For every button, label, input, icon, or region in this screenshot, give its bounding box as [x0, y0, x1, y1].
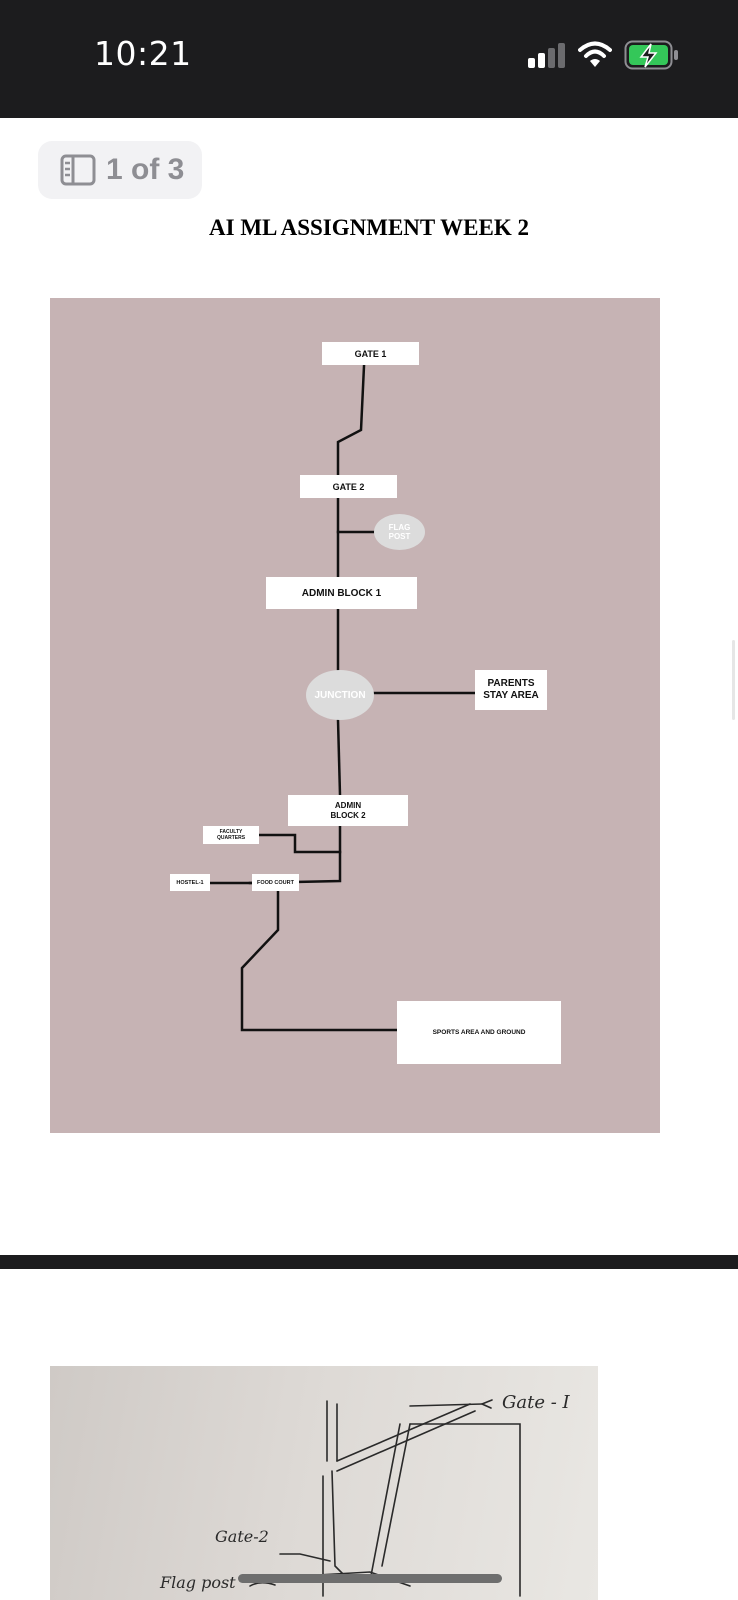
map-connectors: [208, 364, 477, 1032]
scroll-indicator[interactable]: [732, 640, 735, 720]
admin-block-2-box: ADMIN BLOCK 2: [288, 795, 408, 826]
gate-1-box: GATE 1: [322, 342, 419, 365]
faculty-quarters-label-line1: FACULTY: [219, 829, 243, 835]
flag-post-label: FLAG POST: [388, 523, 411, 541]
status-bar: 10:21: [0, 0, 738, 118]
parents-stay-area-label-line2: STAY AREA: [483, 690, 539, 701]
food-court-box: FOOD COURT: [252, 874, 299, 891]
hand-drawn-map-photo: Gate - I Gate-2 Flag post: [50, 1366, 598, 1600]
page-indicator[interactable]: 1 of 3: [38, 141, 202, 199]
junction-node: JUNCTION: [306, 670, 374, 720]
page-divider: [0, 1255, 738, 1269]
hostel-1-label: HOSTEL-1: [176, 879, 204, 886]
sports-area-label: SPORTS AREA AND GROUND: [432, 1029, 526, 1036]
sketch-gate-2-label: Gate-2: [215, 1527, 269, 1546]
admin-block-1-label: ADMIN BLOCK 1: [301, 587, 382, 599]
gate-2-box: GATE 2: [300, 475, 397, 498]
signal-icon: [528, 43, 565, 68]
parents-stay-area-box: PARENTS STAY AREA: [475, 670, 547, 710]
gate-2-label: GATE 2: [332, 481, 365, 492]
parents-stay-area-label-line1: PARENTS: [487, 678, 535, 689]
clock: 10:21: [94, 34, 192, 73]
document-title: AI ML ASSIGNMENT WEEK 2: [209, 215, 529, 240]
page-count-label: 1 of 3: [106, 153, 185, 186]
campus-map: GATE 1 GATE 2 FLAG POST ADMIN BLOCK 1 JU…: [50, 298, 660, 1133]
flag-post-node: FLAG POST: [374, 514, 425, 550]
admin-block-2-label-line1: ADMIN: [334, 800, 362, 810]
gate-1-label: GATE 1: [354, 348, 387, 359]
admin-block-2-label-line2: BLOCK 2: [330, 810, 366, 820]
sketch-gate-1-label: Gate - I: [502, 1392, 571, 1413]
faculty-quarters-box: FACULTY QUARTERS: [203, 826, 259, 844]
faculty-quarters-label-line2: QUARTERS: [216, 835, 246, 841]
hostel-1-box: HOSTEL-1: [170, 874, 210, 891]
junction-label: JUNCTION: [314, 689, 366, 701]
food-court-label: FOOD COURT: [257, 879, 294, 886]
sports-area-box: SPORTS AREA AND GROUND: [397, 1001, 561, 1064]
battery-charging-icon: [624, 40, 678, 70]
home-indicator[interactable]: [238, 1574, 502, 1583]
sketch-flag-post-label: Flag post: [159, 1573, 236, 1592]
sketch-drawing: Gate - I Gate-2 Flag post: [159, 1392, 571, 1597]
admin-block-1-box: ADMIN BLOCK 1: [266, 577, 417, 609]
page-thumbnail-icon: [60, 154, 96, 186]
wifi-icon: [578, 41, 612, 67]
